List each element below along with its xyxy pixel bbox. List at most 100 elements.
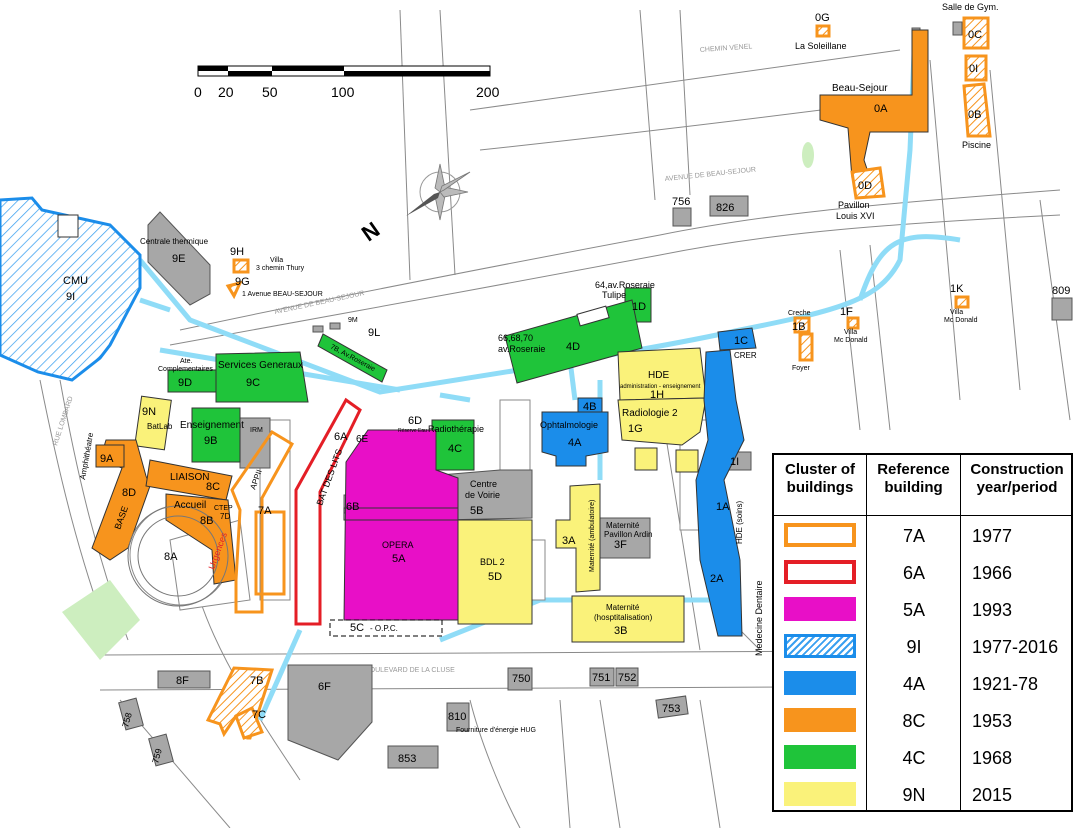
- building-1B: [793, 316, 811, 334]
- building-1G: [617, 397, 707, 446]
- label-750: 750: [512, 673, 530, 685]
- building-1K: [954, 295, 970, 309]
- label-9L: 9L: [368, 327, 380, 339]
- building-9E: [147, 211, 211, 306]
- label-enseignement: Enseignement: [180, 420, 244, 431]
- building-759: [148, 733, 174, 767]
- building-9C: [215, 351, 309, 403]
- scale-bar: 0 20 50 100 200: [194, 65, 500, 100]
- label-ctep: CTEP: [214, 505, 233, 512]
- label-1B: 1B: [792, 321, 805, 333]
- label-6D: 6D: [408, 415, 422, 427]
- building-750: [507, 667, 533, 691]
- label-7D: 7D: [220, 512, 230, 521]
- legend-year: 1921-78: [972, 674, 1039, 694]
- label-liaison: LIAISON: [170, 472, 209, 483]
- label-mat-hosp-a: Maternité: [606, 603, 640, 612]
- scale-label-200: 200: [476, 84, 500, 100]
- label-villa-1f-a: Villa: [844, 329, 857, 336]
- building-6F: [287, 664, 373, 761]
- label-villa-9h-a: Villa: [270, 257, 283, 264]
- legend-year: 2015: [972, 785, 1013, 805]
- label-8C: 8C: [206, 481, 220, 493]
- building-3B: [571, 595, 685, 643]
- building-9L: [317, 333, 388, 383]
- building-9I-cmu: [0, 196, 142, 382]
- legend-year: 1993: [972, 600, 1013, 620]
- label-villa-9h-b: 3 chemin Thury: [256, 265, 305, 272]
- label-ophtalmologie: Ophtalmologie: [540, 420, 598, 430]
- building-809: [1051, 297, 1073, 321]
- label-8D: 8D: [122, 487, 136, 499]
- legend-swatch: [784, 708, 856, 732]
- label-centre-voirie-b: de Voirie: [465, 490, 500, 500]
- label-radiotherapie: Radiothérapie: [428, 424, 484, 434]
- label-9M: 9M: [348, 317, 358, 324]
- label-0D: 0D: [858, 180, 872, 192]
- label-piscine: Piscine: [962, 140, 991, 150]
- label-1A: 1A: [716, 501, 730, 513]
- label-759: 759: [150, 747, 164, 764]
- label-medecine: Medecine Dentaire: [754, 580, 764, 656]
- legend-swatch: [784, 523, 856, 547]
- label-0A: 0A: [874, 103, 888, 115]
- label-4A: 4A: [568, 437, 582, 449]
- label-cmu: CMU: [63, 275, 88, 287]
- legend-year: 1966: [972, 563, 1013, 583]
- label-foyer: Foyer: [792, 365, 811, 372]
- label-salle-gym: Salle de Gym.: [942, 2, 999, 12]
- legend-header-divider: [774, 515, 1071, 516]
- label-9A: 9A: [100, 453, 114, 465]
- label-louis-xvi: Louis XVI: [836, 211, 875, 221]
- building-752: [615, 667, 639, 687]
- label-bdl2: BDL 2: [480, 557, 505, 567]
- label-beau-sejour: Beau-Sejour: [832, 83, 888, 94]
- label-centre-voirie-a: Centre: [470, 479, 497, 489]
- compass-rose-icon: [406, 163, 471, 221]
- label-mat-amb: Maternité (ambulatoire): [589, 500, 596, 572]
- label-853: 853: [398, 753, 416, 765]
- building-1B-foyer: [798, 332, 814, 362]
- legend-reference: 4C: [902, 748, 926, 768]
- label-0G: 0G: [815, 12, 830, 24]
- label-2A: 2A: [710, 573, 724, 585]
- label-5A: 5A: [392, 553, 406, 565]
- building-0B: [962, 82, 992, 138]
- building-8A-urgences-ring: [127, 505, 229, 607]
- label-810: 810: [448, 711, 466, 723]
- building-7A-appii: [230, 429, 295, 614]
- scale-label-100: 100: [331, 84, 355, 100]
- label-4B: 4B: [583, 401, 596, 413]
- building-7A-outline-b: [254, 510, 286, 596]
- label-1D: 1D: [632, 301, 646, 313]
- building-9I-annex: [57, 214, 79, 238]
- label-crer: CRER: [734, 351, 757, 360]
- label-9H: 9H: [230, 246, 244, 258]
- building-758: [118, 697, 144, 731]
- label-9N: 9N: [142, 406, 156, 418]
- label-9G: 9G: [235, 276, 250, 288]
- legend-reference: 6A: [902, 563, 926, 583]
- label-3F: 3F: [614, 539, 627, 551]
- building-8F: [157, 670, 211, 689]
- label-reserve: Réserve Eau: [398, 428, 427, 434]
- legend-swatch: [784, 671, 856, 695]
- label-1C: 1C: [734, 335, 748, 347]
- label-fourniture: Fourniture d'énergie HUG: [456, 727, 536, 734]
- label-9I: 9I: [66, 291, 75, 303]
- label-mat-ardin-a: Maternité: [606, 521, 640, 530]
- building-0G: [815, 24, 831, 38]
- label-mat-ardin-b: Pavillon Ardin: [604, 530, 652, 539]
- building-853: [387, 745, 439, 769]
- legend-row: 6A 1966: [774, 554, 1071, 592]
- label-0B: 0B: [968, 109, 981, 121]
- legend-swatch: [784, 597, 856, 621]
- building-9A: [95, 444, 125, 468]
- label-villa-1k-b: Mc Donald: [944, 317, 978, 324]
- legend-divider-1: [866, 455, 867, 810]
